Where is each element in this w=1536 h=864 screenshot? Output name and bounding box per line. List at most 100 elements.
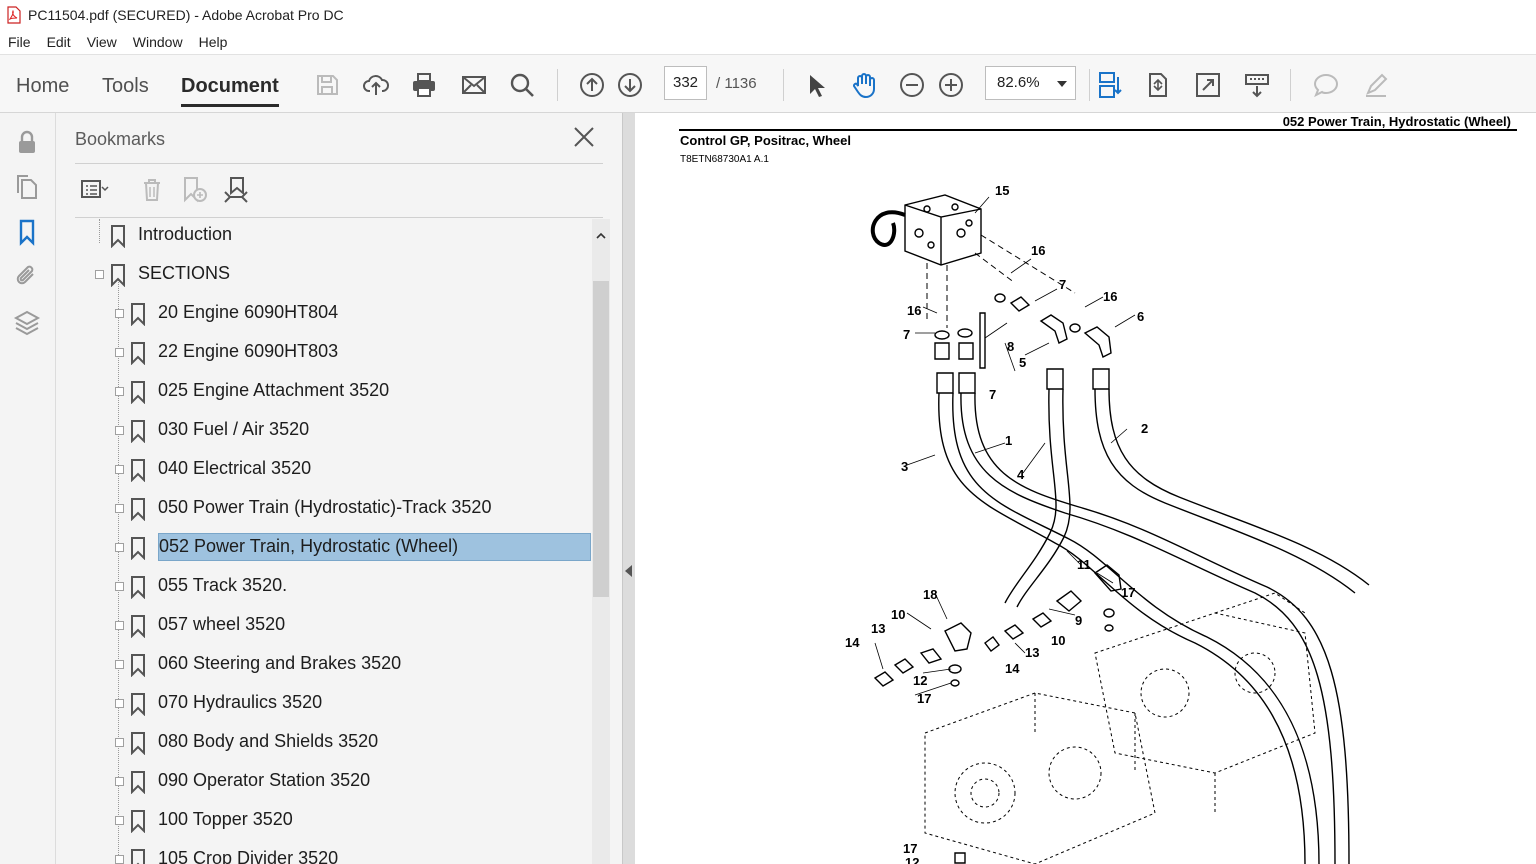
comment-icon[interactable] <box>1308 67 1344 103</box>
attachment-icon[interactable] <box>12 261 42 291</box>
page-number-input[interactable]: 332 <box>664 66 707 100</box>
menu-file[interactable]: File <box>8 34 31 50</box>
hand-tool-icon[interactable] <box>846 67 882 103</box>
zoom-out-icon[interactable] <box>894 67 930 103</box>
zoom-select[interactable]: 82.6% <box>985 66 1076 100</box>
menu-help[interactable]: Help <box>198 34 228 50</box>
expand-toggle[interactable] <box>115 699 124 708</box>
bookmark-item[interactable]: 040 Electrical 3520 <box>75 453 591 487</box>
callout-label: 10 <box>891 607 905 622</box>
cloud-upload-icon[interactable] <box>358 67 394 103</box>
search-icon[interactable] <box>504 67 540 103</box>
bookmark-item[interactable]: 050 Power Train (Hydrostatic)-Track 3520 <box>75 492 591 526</box>
collapse-panel-icon[interactable] <box>625 565 632 577</box>
title-bar: PC11504.pdf (SECURED) - Adobe Acrobat Pr… <box>0 0 1536 30</box>
highlight-pen-icon[interactable] <box>1358 67 1394 103</box>
callout-label: 15 <box>995 183 1009 198</box>
bookmark-label: 070 Hydraulics 3520 <box>158 692 323 712</box>
expand-toggle[interactable] <box>115 543 124 552</box>
tab-tools[interactable]: Tools <box>102 75 149 97</box>
read-mode-icon[interactable] <box>1239 67 1275 103</box>
menu-edit[interactable]: Edit <box>46 34 71 50</box>
bookmark-label: 060 Steering and Brakes 3520 <box>158 653 402 673</box>
next-page-icon[interactable] <box>612 67 648 103</box>
expand-toggle[interactable] <box>115 621 124 630</box>
navigation-rail <box>0 113 56 864</box>
scroll-up-icon[interactable] <box>596 231 606 241</box>
expand-toggle[interactable] <box>115 777 124 786</box>
callout-label: 3 <box>901 459 908 474</box>
email-icon[interactable] <box>456 67 492 103</box>
callout-label: 16 <box>1103 289 1117 304</box>
expand-toggle[interactable] <box>115 582 124 591</box>
bookmark-item[interactable]: 090 Operator Station 3520 <box>75 765 591 799</box>
bookmark-item[interactable]: 055 Track 3520. <box>75 570 591 604</box>
callout-label: 5 <box>1019 355 1026 370</box>
bookmark-item[interactable]: 105 Crop Divider 3520 <box>75 843 591 864</box>
scrolling-mode-icon[interactable] <box>1091 67 1127 103</box>
document-view[interactable]: 052 Power Train, Hydrostatic (Wheel) Con… <box>635 113 1536 864</box>
bookmark-item[interactable]: 025 Engine Attachment 3520 <box>75 375 591 409</box>
panel-splitter[interactable] <box>622 113 635 864</box>
callout-label: 7 <box>903 327 910 342</box>
options-menu-icon[interactable] <box>76 173 112 205</box>
expand-toggle[interactable] <box>115 387 124 396</box>
previous-page-icon[interactable] <box>574 67 610 103</box>
menu-view[interactable]: View <box>86 34 117 50</box>
bookmark-icon[interactable] <box>12 217 42 247</box>
layers-icon[interactable] <box>12 307 42 337</box>
bookmark-item[interactable]: 070 Hydraulics 3520 <box>75 687 591 721</box>
bookmark-item[interactable]: SECTIONS <box>75 258 591 292</box>
page-thumbnails-icon[interactable] <box>12 172 42 202</box>
bookmark-icon <box>131 342 145 365</box>
bookmark-label: 025 Engine Attachment 3520 <box>158 380 390 400</box>
bookmark-icon <box>131 303 145 326</box>
callout-label: 12 <box>905 855 919 864</box>
bookmark-scrollbar[interactable] <box>592 219 610 864</box>
expand-toggle[interactable] <box>95 270 104 279</box>
bookmark-item[interactable]: 22 Engine 6090HT803 <box>75 336 591 370</box>
manifold-block-drawing <box>870 194 1112 394</box>
bookmark-label: 20 Engine 6090HT804 <box>158 302 339 322</box>
expand-toggle[interactable] <box>115 348 124 357</box>
bookmark-label: 052 Power Train, Hydrostatic (Wheel) <box>158 533 591 561</box>
bookmark-item[interactable]: 060 Steering and Brakes 3520 <box>75 648 591 682</box>
expand-toggle[interactable] <box>115 738 124 747</box>
close-icon[interactable] <box>572 125 596 149</box>
new-bookmark-icon[interactable] <box>176 173 212 205</box>
expand-toggle[interactable] <box>115 465 124 474</box>
zoom-value: 82.6% <box>997 74 1040 91</box>
callout-label: 17 <box>1121 585 1135 600</box>
expand-bookmark-icon[interactable] <box>218 173 254 205</box>
select-arrow-icon[interactable] <box>797 67 833 103</box>
lock-icon[interactable] <box>12 127 42 157</box>
full-screen-icon[interactable] <box>1190 67 1226 103</box>
bookmark-item[interactable]: 20 Engine 6090HT804 <box>75 297 591 331</box>
delete-bookmark-icon[interactable] <box>134 173 170 205</box>
tab-document[interactable]: Document <box>181 75 279 107</box>
figure-code: T8ETN68730A1 A.1 <box>680 154 769 165</box>
zoom-in-icon[interactable] <box>933 67 969 103</box>
callout-label: 9 <box>1075 613 1082 628</box>
bookmark-icon <box>131 693 145 716</box>
bookmark-item[interactable]: 100 Topper 3520 <box>75 804 591 838</box>
bookmark-item[interactable]: 057 wheel 3520 <box>75 609 591 643</box>
expand-toggle[interactable] <box>115 426 124 435</box>
expand-toggle[interactable] <box>115 855 124 864</box>
scrollbar-thumb[interactable] <box>593 281 609 597</box>
bookmark-item[interactable]: 030 Fuel / Air 3520 <box>75 414 591 448</box>
tab-home[interactable]: Home <box>16 75 70 97</box>
fit-page-icon[interactable] <box>1140 67 1176 103</box>
bookmark-item[interactable]: 052 Power Train, Hydrostatic (Wheel) <box>75 531 591 565</box>
menu-window[interactable]: Window <box>132 34 183 50</box>
bookmark-item[interactable]: 080 Body and Shields 3520 <box>75 726 591 760</box>
save-icon[interactable] <box>309 67 345 103</box>
bookmark-item[interactable]: Introduction <box>75 219 591 253</box>
expand-toggle[interactable] <box>115 816 124 825</box>
print-icon[interactable] <box>406 67 442 103</box>
bookmark-icon <box>131 732 145 755</box>
expand-toggle[interactable] <box>115 309 124 318</box>
expand-toggle[interactable] <box>115 504 124 513</box>
expand-toggle[interactable] <box>115 660 124 669</box>
callout-labels: 15 16 7 16 6 16 8 7 5 7 1 2 3 4 11 17 18… <box>845 183 1148 864</box>
